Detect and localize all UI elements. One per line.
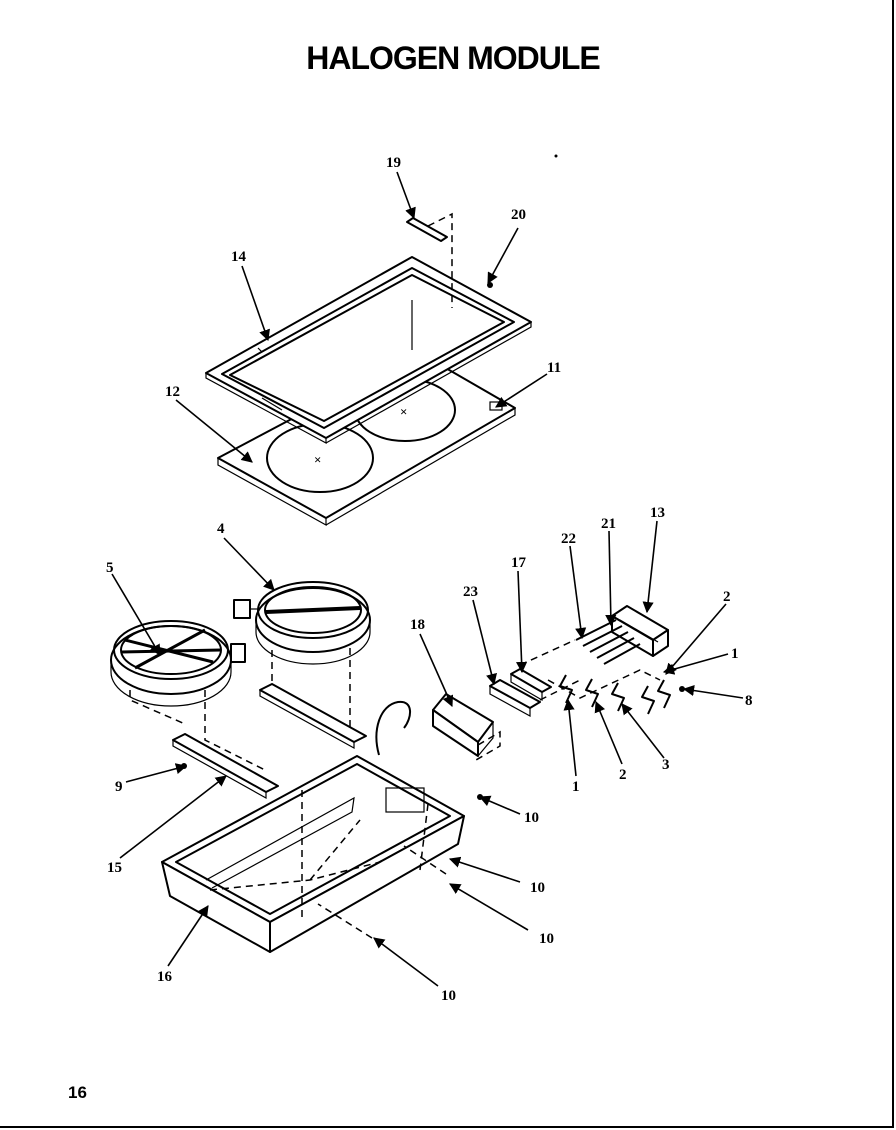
callout-10-d: 10	[441, 988, 456, 1004]
callout-17: 17	[511, 555, 527, 571]
page-title: HALOGEN MODULE	[306, 40, 601, 76]
callout-2-top: 2	[723, 589, 731, 605]
callout-10-a: 10	[524, 810, 539, 826]
callout-10-c: 10	[539, 931, 554, 947]
spring-clips	[559, 674, 671, 715]
svg-text:×: ×	[400, 404, 407, 419]
callout-15: 15	[107, 860, 122, 876]
callout-11: 11	[547, 360, 561, 376]
page-number: 16	[68, 1083, 87, 1102]
heating-element-part-4	[233, 581, 371, 665]
callout-1-bottom: 1	[572, 779, 580, 795]
svg-text:×: ×	[314, 452, 321, 467]
heating-element-part-5	[110, 620, 246, 707]
cooktop-frame-part-14	[205, 256, 532, 445]
callout-20: 20	[511, 207, 526, 223]
callout-5: 5	[106, 560, 114, 576]
callout-4: 4	[217, 521, 225, 537]
callout-10-b: 10	[530, 880, 545, 896]
clip-part-19	[406, 212, 453, 308]
callout-3: 3	[662, 757, 670, 773]
callout-21: 21	[601, 516, 616, 532]
bracket-part-18	[432, 693, 501, 761]
callout-14: 14	[231, 249, 247, 265]
callout-12: 12	[165, 384, 180, 400]
callout-1-right: 1	[731, 646, 739, 662]
callout-9: 9	[115, 779, 123, 795]
callout-22: 22	[561, 531, 576, 547]
callout-8: 8	[745, 693, 753, 709]
housing-pan-part-16	[161, 755, 465, 953]
callout-2-bottom: 2	[619, 767, 627, 783]
callout-18: 18	[410, 617, 425, 633]
callout-16: 16	[157, 969, 173, 985]
callout-labels: 19 20 14 12 11 4 5 13 21 22 17 23 18 2 1…	[106, 155, 753, 1004]
bracket-part-15	[172, 683, 367, 800]
callout-leaders	[111, 171, 744, 987]
callout-13: 13	[650, 505, 665, 521]
callout-19: 19	[386, 155, 401, 171]
terminal-block-part-13	[611, 605, 669, 657]
callout-23: 23	[463, 584, 478, 600]
